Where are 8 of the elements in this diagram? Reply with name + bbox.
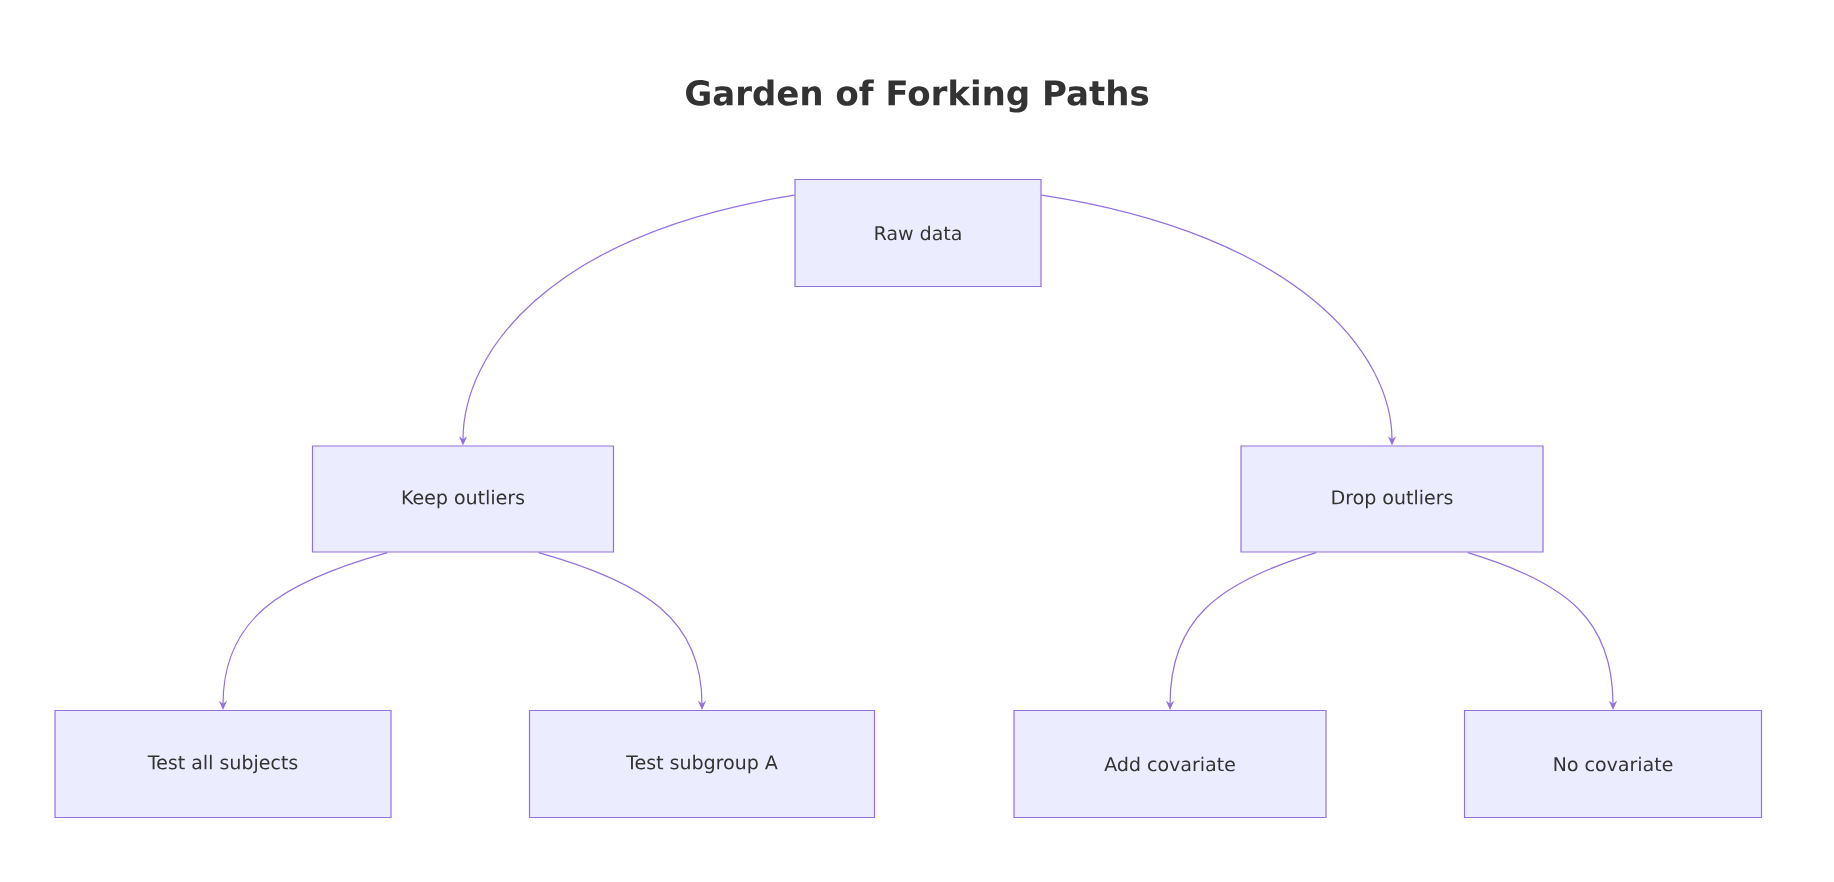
process-box: Drop outliers — [1240, 445, 1544, 553]
process-box: Test all subjects — [54, 709, 392, 819]
title: Garden of Forking Paths — [686, 79, 1149, 113]
process-box: Add covariate — [1013, 709, 1327, 819]
process-box: Keep outliers — [311, 445, 615, 553]
process-box: No covariate — [1463, 709, 1763, 819]
process-box: Raw data — [794, 178, 1042, 288]
process-box: Test subgroup A — [528, 709, 876, 819]
